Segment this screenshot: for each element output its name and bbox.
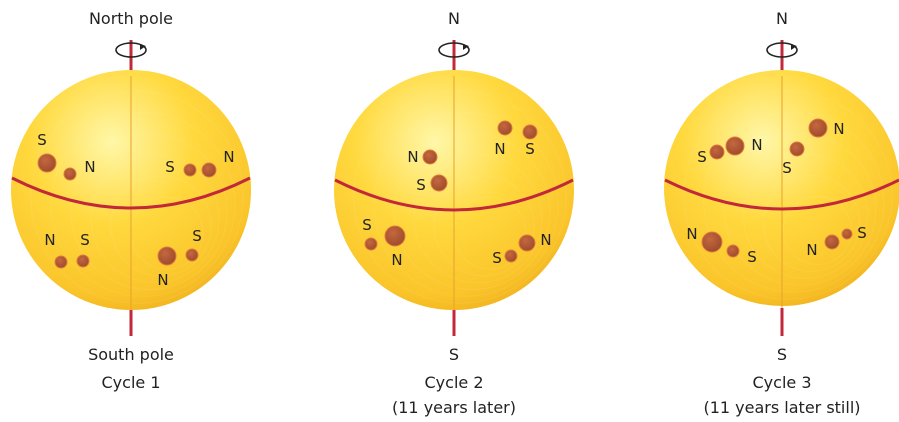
cycle-caption: Cycle 2 bbox=[425, 373, 484, 392]
spot-polarity-label: N bbox=[391, 251, 402, 269]
sunspot bbox=[505, 250, 517, 262]
sunspot bbox=[825, 235, 839, 249]
spot-polarity-label: N bbox=[223, 148, 234, 166]
spot-polarity-label: S bbox=[492, 249, 502, 267]
spot-polarity-label: S bbox=[697, 148, 707, 166]
spot-polarity-label: S bbox=[37, 131, 47, 149]
spot-polarity-label: N bbox=[806, 241, 817, 259]
sunspot bbox=[523, 125, 537, 139]
sunspot bbox=[790, 142, 804, 156]
spot-polarity-label: S bbox=[192, 227, 202, 245]
sunspot bbox=[519, 235, 535, 251]
spot-polarity-label: N bbox=[494, 140, 505, 158]
spot-polarity-label: S bbox=[362, 216, 372, 234]
spot-polarity-label: S bbox=[747, 248, 757, 266]
sunspot bbox=[809, 119, 827, 137]
spot-polarity-label: N bbox=[84, 158, 95, 176]
panel-cycle-1: S N S N N S N S North pole South pole Cy… bbox=[11, 9, 251, 392]
spot-polarity-label: N bbox=[833, 120, 844, 138]
spot-polarity-label: N bbox=[751, 136, 762, 154]
panel-cycle-3: S N S N N S N S N S Cycle 3 (11 years la… bbox=[664, 9, 899, 417]
sunspot bbox=[365, 238, 377, 250]
sunspot bbox=[38, 154, 56, 172]
spot-polarity-label: N bbox=[686, 225, 697, 243]
cycle-caption: Cycle 3 bbox=[753, 373, 812, 392]
sunspot bbox=[186, 249, 198, 261]
sunspot bbox=[726, 137, 744, 155]
sunspot bbox=[385, 226, 405, 246]
spot-polarity-label: S bbox=[857, 224, 867, 242]
spot-polarity-label: S bbox=[416, 176, 426, 194]
sunspot bbox=[64, 168, 76, 180]
top-pole-label: N bbox=[776, 9, 788, 28]
cycle-caption-sub: (11 years later still) bbox=[703, 398, 860, 417]
sunspot bbox=[55, 256, 67, 268]
spot-polarity-label: N bbox=[407, 148, 418, 166]
sunspot bbox=[77, 255, 89, 267]
spot-polarity-label: N bbox=[540, 231, 551, 249]
top-pole-label: North pole bbox=[89, 9, 173, 28]
spot-polarity-label: S bbox=[525, 140, 535, 158]
spot-polarity-label: N bbox=[157, 271, 168, 289]
sunspot bbox=[702, 232, 722, 252]
sunspot bbox=[158, 247, 176, 265]
spot-polarity-label: S bbox=[80, 231, 90, 249]
bottom-pole-label: S bbox=[449, 345, 459, 364]
sunspot bbox=[431, 175, 447, 191]
sunspot bbox=[202, 163, 216, 177]
spot-polarity-label: S bbox=[165, 158, 175, 176]
sunspot bbox=[184, 164, 196, 176]
spot-polarity-label: S bbox=[782, 159, 792, 177]
sunspot bbox=[498, 121, 512, 135]
panel-cycle-2: N S N S S N S N N S Cycle 2 (11 years la… bbox=[334, 9, 574, 417]
cycle-caption: Cycle 1 bbox=[102, 373, 161, 392]
sunspot bbox=[727, 245, 739, 257]
spot-polarity-label: N bbox=[44, 231, 55, 249]
top-pole-label: N bbox=[448, 9, 460, 28]
cycle-caption-sub: (11 years later) bbox=[392, 398, 516, 417]
sunspot bbox=[423, 150, 437, 164]
bottom-pole-label: S bbox=[777, 345, 787, 364]
bottom-pole-label: South pole bbox=[88, 345, 174, 364]
sunspot bbox=[710, 145, 724, 159]
sunspot bbox=[842, 229, 852, 239]
